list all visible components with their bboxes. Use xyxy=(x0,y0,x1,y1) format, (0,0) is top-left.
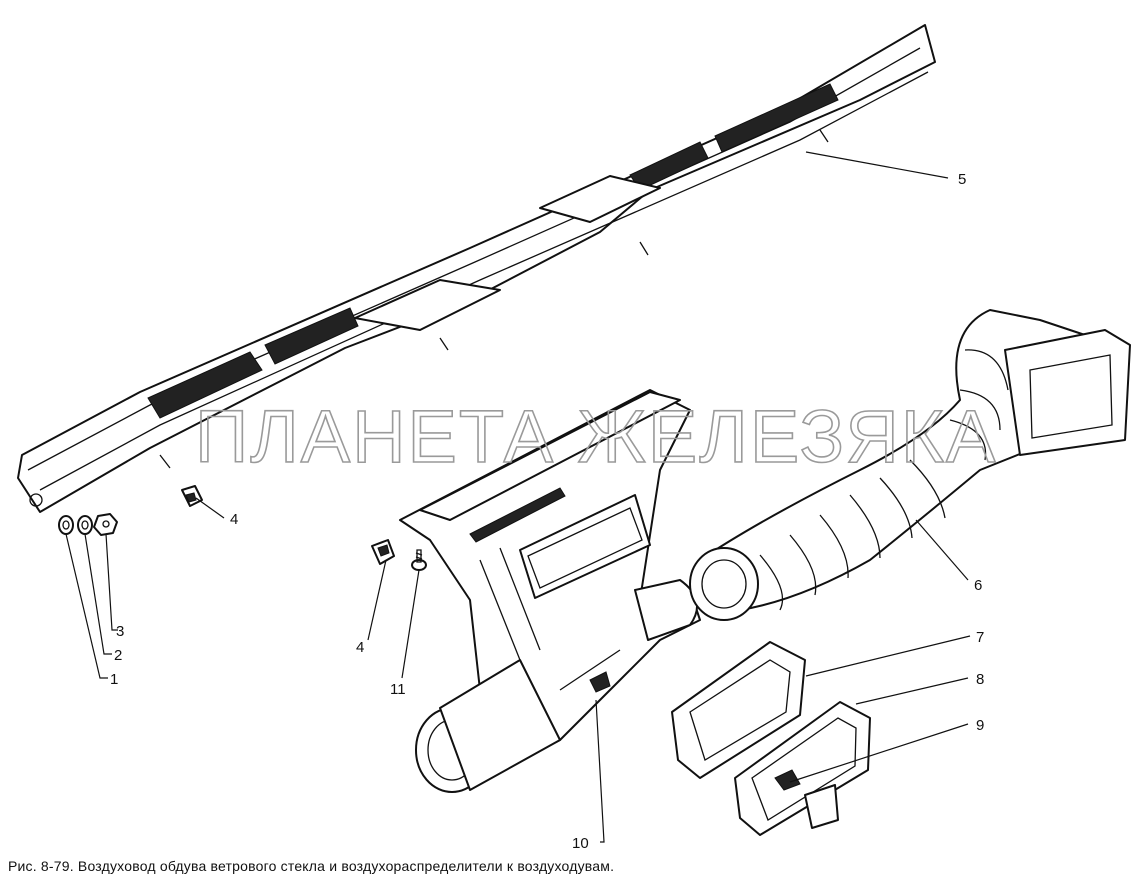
part-6-corrugated-hose xyxy=(689,309,1131,621)
callout-9: 9 xyxy=(976,717,984,734)
part-11-screw xyxy=(411,549,427,571)
part-9-knob xyxy=(774,769,801,791)
callout-7: 7 xyxy=(976,629,984,646)
figure-caption: Рис. 8-79. Воздуховод обдува ветрового с… xyxy=(8,858,615,874)
part-4-clip-upper xyxy=(181,485,203,507)
callout-3: 3 xyxy=(116,623,124,640)
watermark: ПЛАНЕТА ЖЕЛЕЗЯКА xyxy=(195,395,997,478)
callout-1: 1 xyxy=(110,671,118,688)
part-4-clip-lower xyxy=(371,539,395,565)
part-5-windshield-duct xyxy=(17,24,936,513)
callout-4-lower: 4 xyxy=(356,639,364,656)
fastener-set-1-2-3 xyxy=(58,513,118,536)
callout-10: 10 xyxy=(572,835,589,852)
callout-6: 6 xyxy=(974,577,982,594)
callout-2: 2 xyxy=(114,647,122,664)
callout-labels: 1 2 3 4 4 5 6 7 8 9 10 11 xyxy=(110,171,984,852)
callout-5: 5 xyxy=(958,171,966,188)
part-7-frame xyxy=(671,641,806,779)
leader-lines xyxy=(65,151,971,843)
callout-4-upper: 4 xyxy=(230,511,238,528)
part-8-grille xyxy=(734,701,871,836)
callout-11: 11 xyxy=(390,681,406,698)
part-10-air-distributor xyxy=(399,389,701,793)
callout-8: 8 xyxy=(976,671,984,688)
